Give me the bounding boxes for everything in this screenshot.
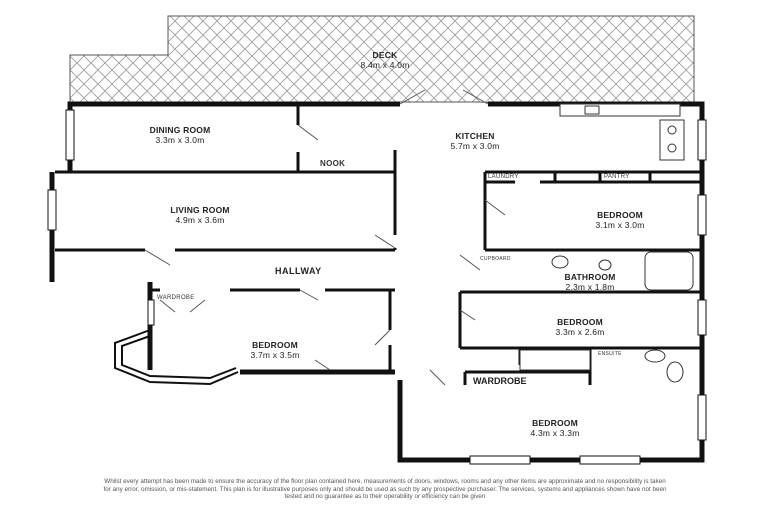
- kitchen-name: KITCHEN: [455, 131, 495, 141]
- dining-room-dims: 3.3m x 3.0m: [155, 135, 205, 145]
- bedroom-3-label: BEDROOM 3.7m x 3.5m: [225, 340, 325, 360]
- living-room-label: LIVING ROOM 4.9m x 3.6m: [145, 205, 255, 225]
- kitchen-fixtures: [559, 103, 685, 161]
- bedroom-2-label: BEDROOM 3.3m x 2.6m: [530, 317, 630, 337]
- wardrobe-small-label: WARDROBE: [157, 295, 195, 301]
- disclaimer-text: Whilst every attempt has been made to en…: [103, 478, 667, 501]
- laundry-label: LAUNDRY: [488, 174, 519, 180]
- windows: [47, 109, 707, 465]
- bedroom-3-name: BEDROOM: [252, 340, 298, 350]
- bathroom-name: BATHROOM: [564, 272, 616, 282]
- bedroom-3-dims: 3.7m x 3.5m: [250, 350, 300, 360]
- kitchen-dims: 5.7m x 3.0m: [450, 141, 500, 151]
- bedroom-4-name: BEDROOM: [532, 418, 578, 428]
- bedroom-4-label: BEDROOM 4.3m x 3.3m: [505, 418, 605, 438]
- wardrobe-large-label: WARDROBE: [473, 376, 527, 386]
- hallway-label: HALLWAY: [275, 266, 322, 276]
- living-room-dims: 4.9m x 3.6m: [175, 215, 225, 225]
- living-room-name: LIVING ROOM: [170, 205, 230, 215]
- bedroom-1-label: BEDROOM 3.1m x 3.0m: [570, 210, 670, 230]
- bathroom-label: BATHROOM 2.3m x 1.8m: [540, 272, 640, 292]
- cupboard-label: CUPBOARD: [480, 256, 511, 262]
- bedroom-1-name: BEDROOM: [597, 210, 643, 220]
- doors: [144, 89, 506, 386]
- bathroom-fixtures: [519, 251, 694, 383]
- bedroom-2-name: BEDROOM: [557, 317, 603, 327]
- kitchen-label: KITCHEN 5.7m x 3.0m: [425, 131, 525, 151]
- bay-window: [114, 329, 239, 386]
- deck-label: DECK 8.4m x 4.0m: [340, 50, 430, 70]
- bedroom-4-dims: 4.3m x 3.3m: [530, 428, 580, 438]
- dining-room-name: DINING ROOM: [149, 125, 211, 135]
- deck-dims: 8.4m x 4.0m: [360, 60, 410, 70]
- bedroom-1-dims: 3.1m x 3.0m: [595, 220, 645, 230]
- nook-label: NOOK: [320, 159, 346, 168]
- bathroom-dims: 2.3m x 1.8m: [565, 282, 615, 292]
- interior-walls: [55, 104, 702, 385]
- ensuite-label: ENSUITE: [598, 351, 622, 357]
- dining-room-label: DINING ROOM 3.3m x 3.0m: [125, 125, 235, 145]
- deck-name: DECK: [372, 50, 398, 60]
- pantry-label: PANTRY: [604, 174, 630, 180]
- bedroom-2-dims: 3.3m x 2.6m: [555, 327, 605, 337]
